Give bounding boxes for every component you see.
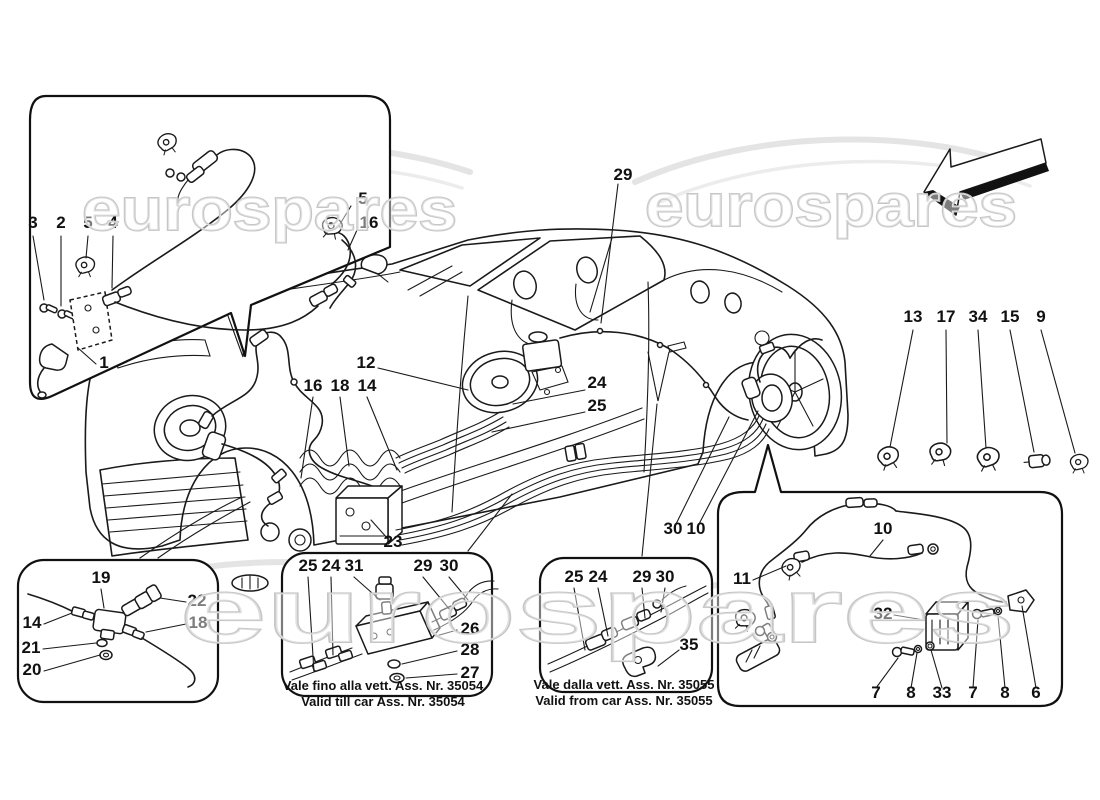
part-label-29b: 29 xyxy=(414,556,433,575)
part-label-4: 4 xyxy=(108,213,118,232)
part-label-24c: 24 xyxy=(589,567,608,586)
part-label-21: 21 xyxy=(22,638,41,657)
part-label-2: 2 xyxy=(56,213,65,232)
part-label-33: 33 xyxy=(933,683,952,702)
clip-17 xyxy=(927,441,953,467)
part-label-8a: 8 xyxy=(906,683,915,702)
inset-pipes-35055 xyxy=(538,556,714,694)
rear-caliper xyxy=(741,338,823,423)
watermark-bottom: eurospares xyxy=(180,560,1015,662)
part-label-14b: 14 xyxy=(23,613,42,632)
part-label-12: 12 xyxy=(357,353,376,372)
part-label-5a: 5 xyxy=(83,213,92,232)
part-label-25a: 25 xyxy=(588,396,607,415)
rear-sensor-parts xyxy=(731,496,1035,672)
inset-valve-35054 xyxy=(280,551,499,698)
part-label-25b: 25 xyxy=(299,556,318,575)
part-label-23: 23 xyxy=(384,532,403,551)
part-label-29a: 29 xyxy=(614,165,633,184)
inset-front-hose xyxy=(28,94,392,400)
part-label-18b: 18 xyxy=(189,613,208,632)
caption-valid-till-italian: Vale fino alla vett. Ass. Nr. 35054 xyxy=(283,678,484,693)
callout-labels: 3 2 5 4 5 16 1 29 12 16 18 14 24 25 23 3… xyxy=(22,165,1046,702)
part-label-7a: 7 xyxy=(871,683,880,702)
part-label-11: 11 xyxy=(733,569,751,588)
part-label-9: 9 xyxy=(1036,307,1045,326)
part-label-5b: 5 xyxy=(358,189,367,208)
valve-35054-parts xyxy=(289,576,499,684)
clip-34 xyxy=(975,446,1001,473)
part-label-24b: 24 xyxy=(322,556,341,575)
front-hose-parts xyxy=(36,131,357,399)
part-label-13: 13 xyxy=(904,307,923,326)
clip-13 xyxy=(875,444,902,472)
watermark-top-left: eurospares xyxy=(82,176,457,243)
part-label-6: 6 xyxy=(1031,683,1040,702)
part-label-1: 1 xyxy=(99,353,108,372)
front-brake-disc xyxy=(153,394,227,462)
part-label-7b: 7 xyxy=(968,683,977,702)
part-label-30a: 30 xyxy=(664,519,683,538)
brake-booster xyxy=(461,331,569,414)
part-label-25c: 25 xyxy=(565,567,584,586)
part-label-16b: 16 xyxy=(304,376,323,395)
part-label-24a: 24 xyxy=(588,373,607,392)
part-label-29c: 29 xyxy=(633,567,652,586)
part-label-34: 34 xyxy=(969,307,988,326)
caption-valid-from-italian: Vale dalla vett. Ass. Nr. 35055 xyxy=(534,677,715,692)
part-label-10b: 10 xyxy=(874,519,893,538)
part-label-8b: 8 xyxy=(1000,683,1009,702)
part-label-28: 28 xyxy=(461,640,480,659)
part-label-26: 26 xyxy=(461,619,480,638)
part-label-14a: 14 xyxy=(358,376,377,395)
tee-fitting-parts xyxy=(27,584,196,688)
caption-valid-from-english: Valid from car Ass. Nr. 35055 xyxy=(535,693,712,708)
pipes-35055-parts xyxy=(547,585,709,678)
clip-15 xyxy=(1022,453,1052,470)
inset-rear-sensor xyxy=(716,443,1064,708)
clips-row xyxy=(875,329,1089,474)
part-label-27: 27 xyxy=(461,663,480,682)
part-label-20: 20 xyxy=(23,660,42,679)
part-label-18a: 18 xyxy=(331,376,350,395)
part-label-16a: 16 xyxy=(360,213,379,232)
brake-plumbing xyxy=(211,327,823,546)
watermark-layer: eurospares eurospares eurospares xyxy=(81,171,1018,663)
part-label-31: 31 xyxy=(345,556,364,575)
inset-tee-fitting xyxy=(16,558,220,704)
part-label-19: 19 xyxy=(92,568,111,587)
abs-hydraulic-unit xyxy=(335,485,403,545)
part-label-32: 32 xyxy=(874,604,893,623)
clip-9 xyxy=(1069,453,1089,474)
part-label-10a: 10 xyxy=(687,519,706,538)
part-label-35: 35 xyxy=(680,635,699,654)
part-label-30c: 30 xyxy=(656,567,675,586)
part-label-30b: 30 xyxy=(440,556,459,575)
caption-valid-till-english: Valid till car Ass. Nr. 35054 xyxy=(301,694,465,709)
direction-arrow-icon xyxy=(923,138,1049,216)
part-label-17: 17 xyxy=(937,307,956,326)
watermark-top-right: eurospares xyxy=(645,172,1017,239)
part-label-22: 22 xyxy=(188,591,207,610)
part-label-15: 15 xyxy=(1001,307,1020,326)
part-label-3: 3 xyxy=(28,213,37,232)
validity-captions: Vale fino alla vett. Ass. Nr. 35054 Vali… xyxy=(283,677,715,709)
